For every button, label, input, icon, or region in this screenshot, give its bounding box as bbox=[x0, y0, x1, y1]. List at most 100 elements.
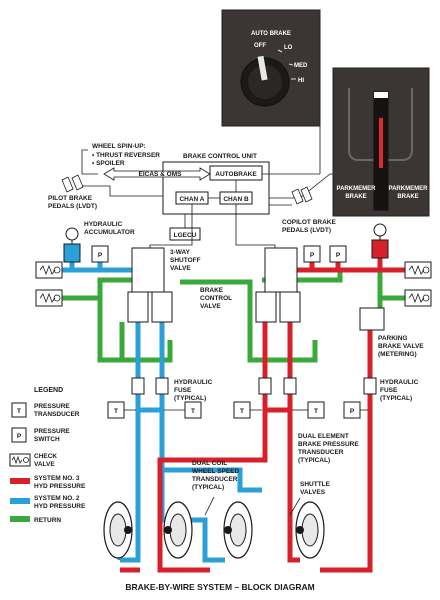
bcv-left-b bbox=[151, 291, 173, 323]
wheel bbox=[103, 501, 133, 559]
check-valve-spring bbox=[39, 264, 56, 276]
check-valve bbox=[35, 261, 63, 279]
check-valve-spring bbox=[408, 264, 425, 276]
wheel bbox=[295, 501, 325, 559]
autobrake-off: OFF bbox=[254, 43, 266, 49]
shuttle-pointer bbox=[289, 497, 301, 516]
wheel-spinup: WHEEL SPIN-UP: • THRUST REVERSER • SPOIL… bbox=[81, 143, 160, 175]
shutoff-valve-body bbox=[264, 247, 298, 293]
legend-label: RETURN bbox=[34, 517, 61, 524]
accumulator-body bbox=[371, 239, 389, 259]
autobrake-tick bbox=[288, 63, 294, 66]
pressure-switch: P bbox=[329, 245, 347, 263]
parking-link bbox=[269, 173, 333, 199]
parking-lever[interactable] bbox=[374, 92, 388, 98]
check-valve bbox=[35, 289, 63, 307]
hyd-fuse bbox=[283, 377, 297, 395]
diagram-caption: BRAKE-BY-WIRE SYSTEM – BLOCK DIAGRAM bbox=[125, 582, 314, 592]
accumulator-body bbox=[63, 243, 81, 263]
sys3-pipe bbox=[320, 325, 373, 573]
spinup-heading: WHEEL SPIN-UP: bbox=[92, 143, 146, 150]
legend-red-swatch bbox=[10, 478, 30, 484]
spinup-item: • SPOILER bbox=[92, 160, 125, 167]
check-valve-spring bbox=[408, 292, 425, 304]
transducer: T bbox=[233, 401, 262, 419]
sys2-pipe bbox=[159, 292, 225, 563]
check-valve-ball bbox=[53, 266, 61, 274]
wheel bbox=[223, 501, 253, 559]
legend-title: LEGEND bbox=[34, 387, 63, 394]
legend-t: T bbox=[17, 408, 21, 415]
check-valve-spring bbox=[39, 292, 56, 304]
return-pipe bbox=[180, 279, 318, 363]
check-valve-body bbox=[404, 261, 432, 279]
check-valve bbox=[404, 261, 432, 279]
wheel-sensor bbox=[164, 526, 172, 534]
legend-t-box bbox=[11, 402, 27, 418]
pbv-body bbox=[359, 307, 385, 331]
hyd-fuse bbox=[363, 377, 377, 395]
bcu-eicas: EICAS & OMS bbox=[139, 171, 183, 178]
legend-p: P bbox=[17, 433, 22, 440]
transducer-t: T bbox=[191, 408, 195, 415]
lgecu: LGECU bbox=[174, 232, 197, 239]
legend-green-swatch bbox=[10, 516, 30, 522]
legend-blue-swatch bbox=[10, 498, 30, 504]
wheel-hub bbox=[169, 513, 187, 547]
sys3-pipe bbox=[157, 292, 268, 573]
check-valve-ball bbox=[422, 266, 430, 274]
return-pipe bbox=[62, 277, 132, 301]
autobrake-knob-inner bbox=[248, 65, 282, 99]
check-valve-body bbox=[35, 289, 63, 307]
hyd-fuse bbox=[258, 377, 272, 395]
legend-check-box bbox=[9, 453, 31, 467]
check-valve bbox=[404, 289, 432, 307]
autobrake-hi: HI bbox=[298, 78, 304, 84]
shutoff-valve-body bbox=[131, 247, 165, 293]
bcv-left-a bbox=[127, 291, 149, 323]
check-valve-ball bbox=[422, 294, 430, 302]
legend-check-ball bbox=[23, 457, 29, 463]
parking-indicator bbox=[379, 118, 383, 168]
hyd-fuse bbox=[155, 377, 169, 395]
autobrake-panel: AUTO BRAKE OFF LO MED HI bbox=[221, 9, 321, 127]
shutoff-valve-right bbox=[264, 247, 298, 293]
chan-b: CHAN B bbox=[223, 196, 249, 203]
check-valve-body bbox=[404, 289, 432, 307]
autobrake-pointer bbox=[257, 55, 268, 81]
pressure-switch-p: P bbox=[98, 252, 103, 259]
pressure-switch-box bbox=[329, 245, 347, 263]
pressure-switch-p: P bbox=[310, 252, 315, 259]
autobrake-tick bbox=[277, 49, 283, 53]
hyd-fuse bbox=[131, 377, 145, 395]
transducer-t: T bbox=[314, 408, 318, 415]
hydraulic-accumulator-right bbox=[371, 223, 389, 259]
wheel bbox=[163, 501, 193, 559]
sys2-pipe bbox=[162, 467, 262, 493]
legend-p-box bbox=[11, 427, 27, 443]
pilot-pedal-line bbox=[82, 185, 163, 197]
dual-coil-pointer bbox=[204, 496, 215, 516]
wheel-hub bbox=[229, 513, 247, 547]
copilot-pedal-icon bbox=[291, 186, 313, 205]
transducer-t: T bbox=[240, 408, 244, 415]
shutoff-valve-left bbox=[131, 247, 165, 293]
bcu-autobrake: AUTOBRAKE bbox=[215, 171, 257, 178]
wheel-hub bbox=[301, 513, 319, 547]
